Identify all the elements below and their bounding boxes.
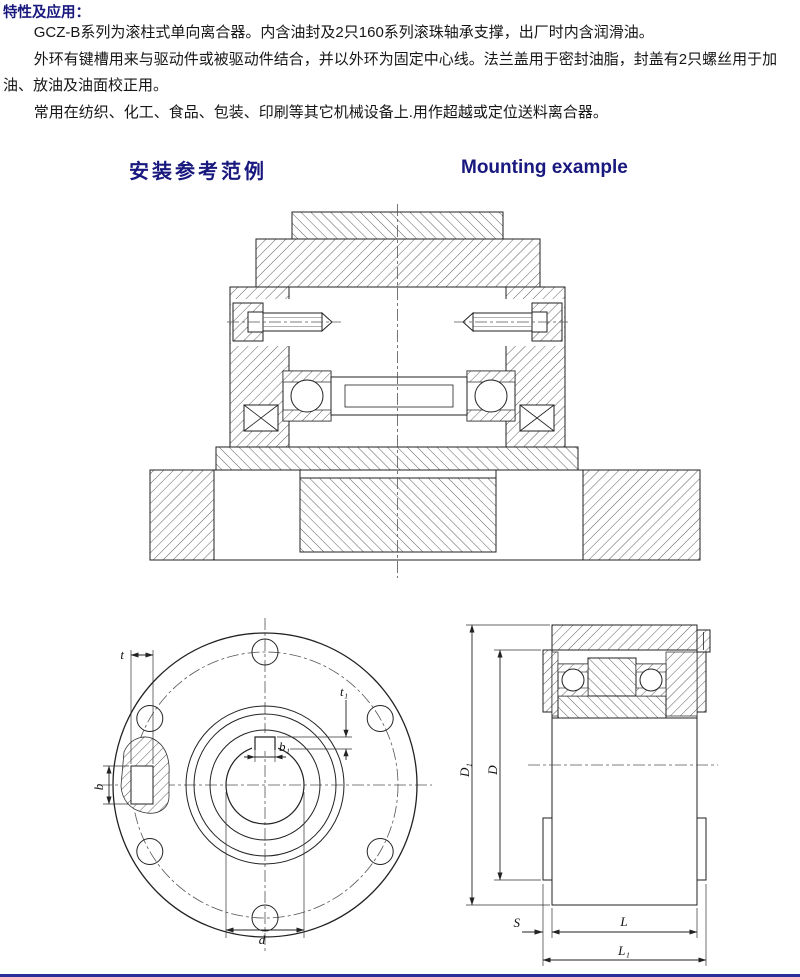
footer-rule <box>0 974 800 977</box>
dim-D: D <box>485 649 541 881</box>
oil-seals <box>243 404 555 432</box>
dim-label-L: L <box>619 914 627 929</box>
front-view-drawing: t b b₁ t₁ d <box>91 618 432 952</box>
bolt-holes <box>136 638 394 932</box>
shaft <box>149 469 701 561</box>
side-left-bearing <box>557 663 589 697</box>
dim-S-L: S L <box>514 884 698 966</box>
section-title-en: Mounting example <box>461 157 628 178</box>
intro-paragraph-2: 外环有键槽用来与驱动件或被驱动件结合，并以外环为固定中心线。法兰盖用于密封油脂，… <box>3 50 778 95</box>
dim-label-D: D <box>485 765 500 776</box>
dim-label-S: S <box>514 915 521 930</box>
side-view-drawing: D₁ D S L L₁ <box>457 624 718 966</box>
dim-t1: t₁ <box>277 684 352 760</box>
dim-label-b: b <box>91 783 106 790</box>
right-oil-screw <box>454 302 568 342</box>
dim-label-L1: L₁ <box>617 943 630 958</box>
dim-b1: b₁ <box>244 739 290 762</box>
left-ball-bearing <box>282 370 332 422</box>
dim-L1: L₁ <box>542 884 707 966</box>
dim-label-t1: t₁ <box>340 684 348 699</box>
dim-t: t <box>120 647 154 764</box>
bore-keyway <box>252 733 278 751</box>
features-heading: 特性及应用： <box>3 5 90 21</box>
dim-label-d: d <box>259 932 266 947</box>
intro-text-block: GCZ-B系列为滚柱式单向离合器。内含油封及2只160系列滚珠轴承支撑，出厂时内… <box>3 20 796 126</box>
flange-circles <box>112 632 418 938</box>
dim-d: d <box>225 792 305 947</box>
dim-D1: D₁ <box>457 624 550 906</box>
intro-paragraph-3: 常用在纺织、化工、食品、包装、印刷等其它机械设备上.用作超越或定位送料离合器。 <box>33 103 608 121</box>
flange-centerlines <box>100 618 432 952</box>
side-right-bearing <box>635 663 667 697</box>
dim-label-D1: D₁ <box>457 763 472 778</box>
right-ball-bearing <box>466 370 516 422</box>
side-oil-screw <box>696 629 711 653</box>
left-oil-screw <box>227 302 341 342</box>
dim-label-t: t <box>120 647 124 662</box>
dim-b: b <box>91 765 129 805</box>
section-title-zh: 安装参考范例 <box>129 161 267 183</box>
mounting-example-drawing <box>149 204 701 578</box>
keyway-cutaway-section <box>120 736 170 814</box>
dim-label-b1: b₁ <box>279 739 290 754</box>
inner-sleeve <box>330 376 468 416</box>
intro-paragraph-1: GCZ-B系列为滚柱式单向离合器。内含油封及2只160系列滚珠轴承支撑，出厂时内… <box>33 24 654 41</box>
